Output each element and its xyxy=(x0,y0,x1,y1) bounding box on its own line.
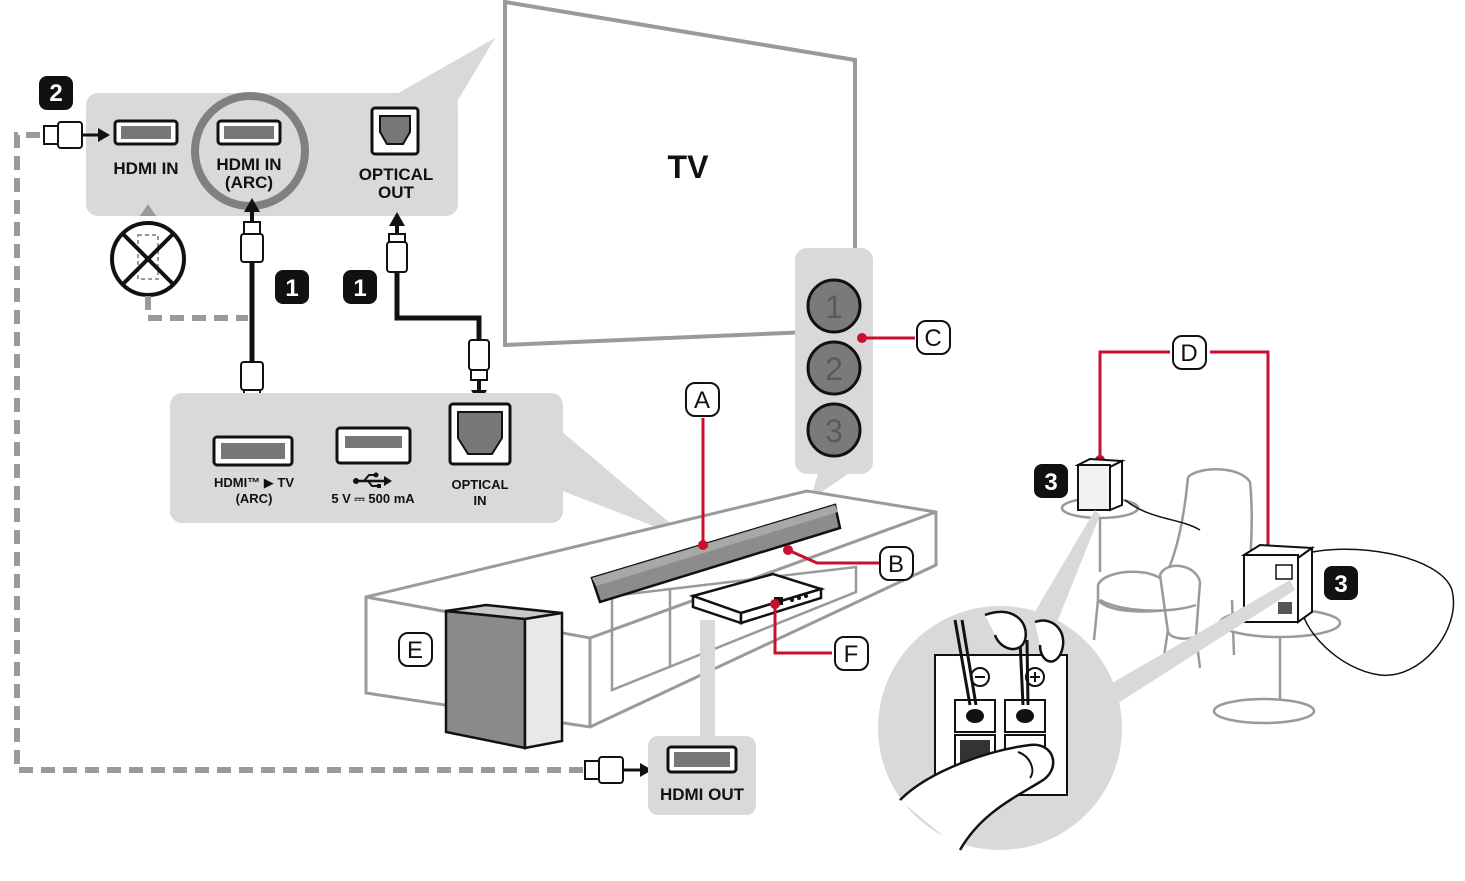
svg-text:D: D xyxy=(1180,340,1197,367)
button-2 xyxy=(806,340,862,396)
hdmi-tv-label-line1: HDMI™ ▶ TV xyxy=(214,475,294,490)
hdmi-tv-label-line2: (ARC) xyxy=(236,491,273,506)
step-3-badge-left: 3 xyxy=(1034,464,1068,498)
hdmi-arc-label-line1: HDMI IN xyxy=(216,155,281,174)
speaker-terminal-detail xyxy=(878,606,1122,851)
hdmi-out-label: HDMI OUT xyxy=(660,785,745,804)
optical-out-label-line2: OUT xyxy=(378,183,415,202)
callout-b: B xyxy=(879,546,914,581)
callout-a: A xyxy=(685,382,720,417)
hdmi-plug-bottom xyxy=(584,756,652,784)
optical-in-label-line1: OPTICAL xyxy=(451,477,508,492)
svg-text:3: 3 xyxy=(1044,469,1057,496)
callout-f: F xyxy=(834,636,869,671)
terminal-zoom-wedge-right xyxy=(1100,580,1295,705)
soundbar xyxy=(590,503,842,604)
subwoofer xyxy=(444,603,564,750)
svg-text:1: 1 xyxy=(353,275,366,302)
optical-in-port xyxy=(448,402,512,466)
terminal-zoom-wedge-left xyxy=(1030,510,1100,640)
not-allowed-icon xyxy=(110,204,186,297)
hdmi-tv-arc-port xyxy=(212,435,294,467)
hdmi-out-panel: HDMI OUT xyxy=(648,736,756,815)
hdmi-arc-cable xyxy=(240,198,264,427)
callout-e: E xyxy=(398,632,433,667)
callout-lines xyxy=(701,336,1270,655)
dashed-arc-cable-alt xyxy=(145,296,248,321)
svg-text:1: 1 xyxy=(825,289,843,325)
step-1-badge-optical: 1 xyxy=(343,270,377,304)
svg-text:E: E xyxy=(407,637,423,664)
soundbar-connection-panel: HDMI™ ▶ TV (ARC) 5 V ⎓ 500 mA OPTICAL IN xyxy=(170,393,563,523)
step-1-badge-hdmi: 1 xyxy=(275,270,309,304)
usb-icon xyxy=(353,472,392,488)
remote-button-panel: 1 2 3 xyxy=(795,248,873,500)
tv-connection-panel: HDMI IN HDMI IN (ARC) OPTICAL OUT xyxy=(86,92,458,216)
source-device xyxy=(688,572,826,625)
optical-out-label-line1: OPTICAL xyxy=(359,165,434,184)
svg-text:C: C xyxy=(924,325,941,352)
rear-speaker-left xyxy=(1074,457,1126,512)
optical-cable xyxy=(386,212,490,404)
usb-rating-label: 5 V ⎓ 500 mA xyxy=(331,491,415,506)
callout-c: C xyxy=(916,320,951,355)
hdmi-in-port xyxy=(113,119,179,146)
step-2-badge: 2 xyxy=(39,76,73,110)
button-1 xyxy=(806,278,862,334)
dashed-hdmi-cable xyxy=(14,132,585,773)
hdmi-out-port xyxy=(666,745,738,774)
svg-text:F: F xyxy=(844,641,859,668)
step-3-badge-right: 3 xyxy=(1324,566,1358,600)
hdmi-arc-label-line2: (ARC) xyxy=(225,173,273,192)
svg-text:2: 2 xyxy=(825,351,843,387)
usb-port xyxy=(335,426,412,465)
hdmi-in-label: HDMI IN xyxy=(113,159,178,178)
hdmi-plug-top xyxy=(43,121,110,149)
svg-text:3: 3 xyxy=(825,413,843,449)
hdmi-out-zoom-wedge xyxy=(700,620,715,740)
hdmi-arc-port xyxy=(216,119,282,146)
button-3 xyxy=(806,402,862,458)
svg-text:1: 1 xyxy=(285,275,298,302)
svg-text:3: 3 xyxy=(1334,571,1347,598)
optical-out-port xyxy=(370,106,420,156)
svg-text:2: 2 xyxy=(49,80,62,107)
soundbar-zoom-wedge xyxy=(560,430,690,540)
callout-d: D xyxy=(1172,335,1207,370)
svg-text:B: B xyxy=(888,551,904,578)
svg-text:A: A xyxy=(694,387,710,414)
tv-label: TV xyxy=(668,149,710,185)
optical-in-label-line2: IN xyxy=(474,493,487,508)
tv-zoom-wedge xyxy=(395,38,495,105)
